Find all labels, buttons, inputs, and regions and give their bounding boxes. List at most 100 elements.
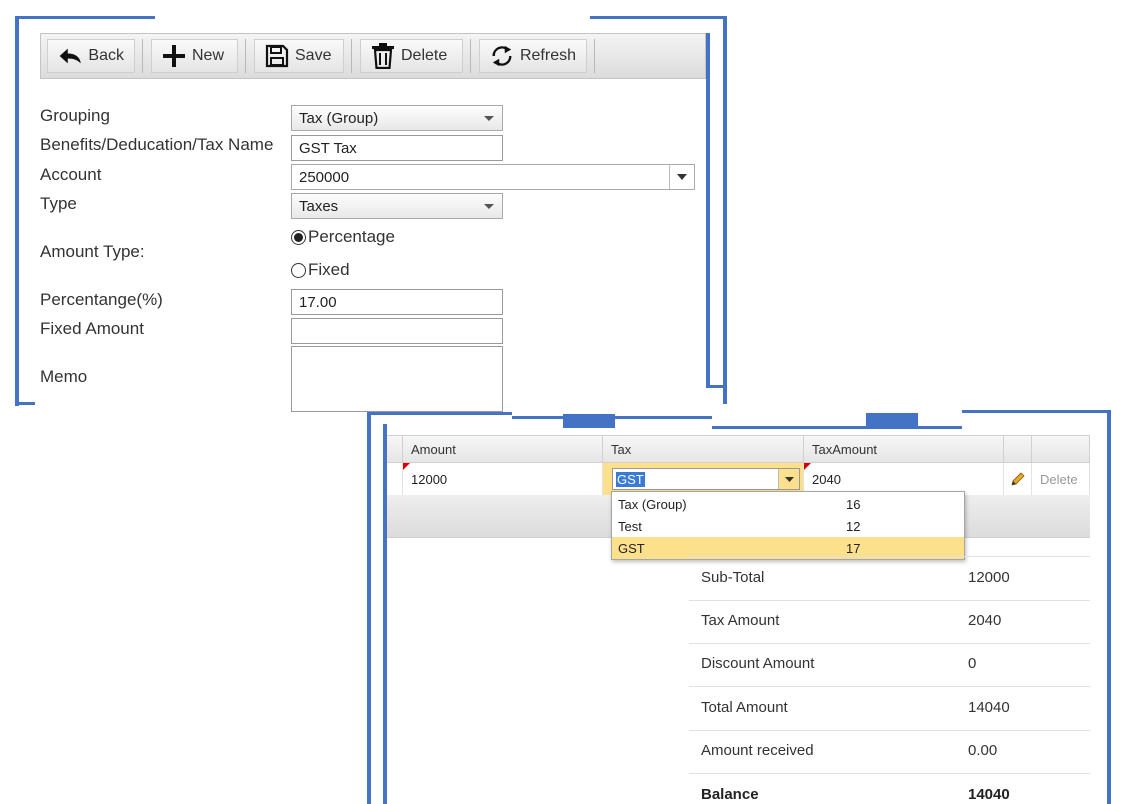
dropdown-option-name: Test (618, 519, 642, 534)
summary-value: 12000 (968, 569, 1010, 586)
chevron-down-icon (784, 476, 794, 482)
cell-delete[interactable]: Delete (1032, 463, 1090, 495)
grouping-select[interactable]: Tax (Group) (291, 105, 503, 131)
toolbar: Back New Save Delete Refresh (40, 33, 706, 79)
frame-top-inner-right-edge (706, 33, 710, 385)
toolbar-separator (142, 39, 143, 73)
tax-name-label: Benefits/Deducation/Tax Name (40, 135, 274, 154)
radio-button-checked[interactable] (291, 229, 306, 245)
frame-top-right-edge (723, 18, 727, 404)
grouping-value: Tax (Group) (299, 109, 379, 127)
memo-textarea[interactable] (291, 346, 503, 412)
refresh-button[interactable]: Refresh (479, 39, 587, 73)
column-header-delete (1032, 435, 1090, 463)
back-label: Back (88, 47, 124, 64)
column-header-tax[interactable]: Tax (603, 435, 804, 463)
summary-value: 2040 (968, 612, 1002, 629)
summary-row-total: Total Amount 14040 (689, 687, 1090, 731)
type-value: Taxes (299, 197, 339, 215)
tax-name-input[interactable]: GST Tax (291, 135, 503, 161)
summary-value: 0 (968, 655, 977, 672)
summary-label: Discount Amount (701, 655, 815, 672)
frame-bottom-right-edge (1107, 410, 1111, 804)
delete-button[interactable]: Delete (360, 39, 463, 73)
row-delete-link[interactable]: Delete (1040, 471, 1078, 487)
save-button[interactable]: Save (254, 39, 344, 73)
chevron-down-icon (677, 174, 687, 180)
radio-fixed-label: Fixed (308, 260, 350, 279)
summary-label: Sub-Total (701, 569, 765, 586)
memo-label: Memo (40, 367, 88, 386)
frame-top-top-edge (15, 16, 155, 19)
row-stub-cell (387, 463, 403, 495)
dropdown-option[interactable]: Test 12 (612, 515, 964, 537)
dropdown-option-rate: 16 (846, 497, 861, 512)
refresh-label: Refresh (519, 47, 576, 64)
tax-combobox-value: GST (616, 472, 645, 487)
column-header-taxamount-label: TaxAmount (812, 441, 878, 457)
cell-amount-value: 12000 (411, 471, 448, 487)
cell-edit[interactable] (1004, 463, 1032, 495)
summary-label: Amount received (701, 742, 814, 759)
cell-tax[interactable]: GST (603, 463, 804, 495)
tax-dropdown-list: Tax (Group) 16 Test 12 GST 17 (611, 491, 965, 560)
cell-amount[interactable]: 12000 (403, 463, 603, 495)
toolbar-separator (594, 39, 595, 73)
summary-label: Balance (701, 786, 759, 803)
summary-row-tax-amount: Tax Amount 2040 (689, 600, 1090, 644)
new-label: New (192, 47, 225, 64)
frame-top-left-edge (15, 18, 19, 406)
dirty-flag-icon (403, 463, 410, 470)
type-label: Type (40, 194, 77, 213)
summary-row-subtotal: Sub-Total 12000 (689, 556, 1090, 601)
frame-bottom-inner-left-edge (383, 424, 387, 804)
column-header-tax-label: Tax (611, 441, 632, 457)
radio-fixed[interactable]: Fixed (291, 260, 350, 280)
pencil-icon[interactable] (1010, 471, 1026, 487)
frame-bottom-left-edge (367, 414, 371, 804)
tax-combobox[interactable]: GST (612, 468, 800, 490)
percentage-value: 17.00 (299, 293, 337, 311)
frame-bottom-top-edge-mid (512, 416, 712, 419)
dropdown-option[interactable]: Tax (Group) 16 (612, 493, 964, 515)
column-header-taxamount[interactable]: TaxAmount (804, 435, 1004, 463)
percentage-input[interactable]: 17.00 (291, 289, 503, 315)
chevron-down-icon (484, 116, 494, 121)
delete-label: Delete (401, 47, 448, 64)
summary-row-amount-received: Amount received 0.00 (689, 730, 1090, 774)
new-button[interactable]: New (151, 39, 238, 73)
summary-label: Total Amount (701, 699, 788, 716)
account-value: 250000 (299, 168, 350, 186)
frame-bottom-top-edge-far-right (962, 410, 1110, 413)
dropdown-option-selected[interactable]: GST 17 (612, 537, 964, 559)
chevron-down-icon (484, 204, 494, 209)
cell-taxamount[interactable]: 2040 (804, 463, 1004, 495)
dropdown-option-name: Tax (Group) (618, 497, 687, 512)
plus-icon (163, 45, 185, 67)
account-dropdown-toggle[interactable] (669, 165, 694, 189)
frame-bottom-top-edge-right (712, 426, 962, 429)
radio-button-unchecked[interactable] (291, 262, 306, 278)
frame-top-bottom-edge-left (15, 402, 35, 405)
back-arrow-icon (59, 48, 81, 64)
grid-header-left-stub (387, 435, 403, 463)
frame-top-top-edge-right (590, 16, 727, 19)
summary-row-discount: Discount Amount 0 (689, 643, 1090, 687)
percentage-label: Percentange(%) (40, 290, 163, 309)
account-select[interactable]: 250000 (291, 164, 695, 190)
type-select[interactable]: Taxes (291, 193, 503, 219)
radio-percentage-label: Percentage (308, 227, 395, 246)
radio-percentage[interactable]: Percentage (291, 227, 395, 247)
frame-bottom-top-tab-2 (866, 413, 918, 427)
column-header-amount[interactable]: Amount (403, 435, 603, 463)
fixed-amount-input[interactable] (291, 318, 503, 344)
tax-combobox-toggle[interactable] (778, 469, 799, 489)
summary-value: 14040 (968, 699, 1010, 716)
dropdown-option-rate: 17 (846, 541, 861, 556)
amount-type-label: Amount Type: (40, 242, 145, 261)
summary-label: Tax Amount (701, 612, 780, 629)
frame-bottom-top-edge-left (367, 412, 512, 415)
back-button[interactable]: Back (47, 39, 135, 73)
dirty-flag-icon (804, 463, 811, 470)
toolbar-separator (470, 39, 471, 73)
